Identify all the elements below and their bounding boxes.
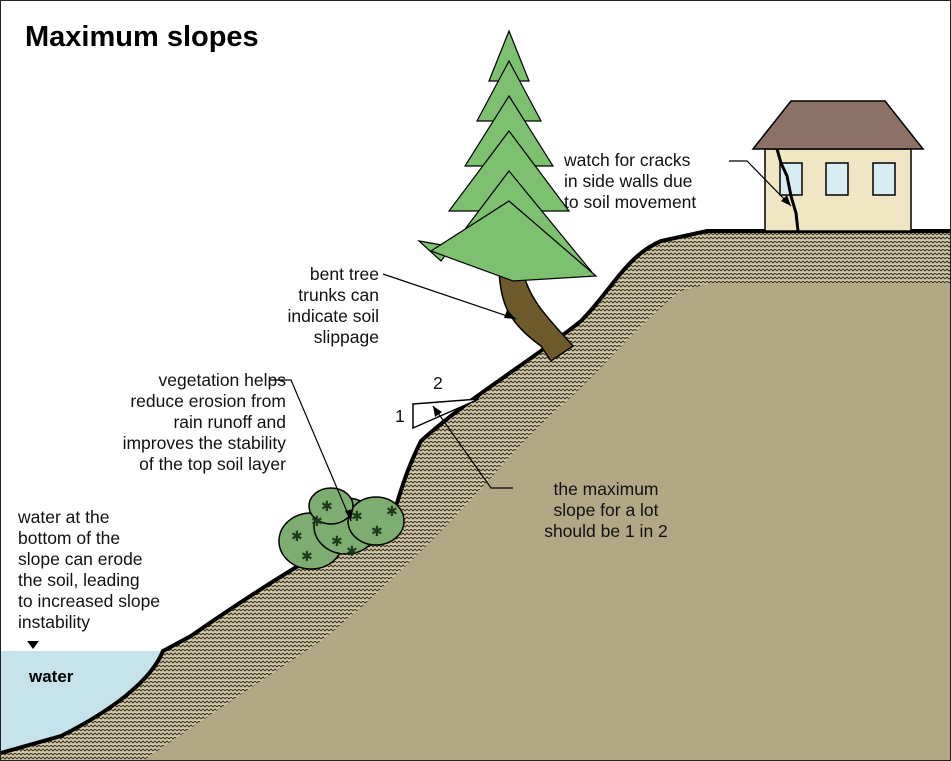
tree-foliage — [417, 29, 598, 282]
svg-text:✱: ✱ — [351, 509, 363, 525]
diagram-title: Maximum slopes — [25, 21, 259, 53]
ratio-run-label: 2 — [433, 373, 443, 393]
bent-tree-label: bent tree trunks can indicate soil slipp… — [287, 264, 379, 347]
house — [751, 100, 925, 232]
water-erosion-label: water at the bottom of the slope can ero… — [18, 507, 161, 632]
wall-crack — [775, 148, 800, 232]
arrowheads — [27, 195, 791, 649]
water-body — [1, 651, 163, 753]
ratio-rise-label: 1 — [395, 406, 405, 426]
svg-text:✱: ✱ — [371, 524, 383, 540]
max-slope-label: the maximum slope for a lot should be 1 … — [544, 479, 668, 541]
subsoil — [143, 283, 950, 760]
bent-tree-trunk — [498, 270, 575, 363]
svg-text:✱: ✱ — [291, 529, 303, 545]
svg-text:✱: ✱ — [386, 504, 398, 520]
house-roof — [751, 100, 925, 150]
shrub-flowers: ✱✱✱ ✱✱✱ ✱✱✱ — [291, 499, 398, 565]
leader-lines — [269, 160, 792, 522]
water-label: water — [29, 667, 74, 686]
svg-text:✱: ✱ — [321, 499, 333, 515]
vegetation-shrubs — [278, 487, 405, 570]
svg-text:✱: ✱ — [346, 544, 358, 560]
svg-text:✱: ✱ — [311, 514, 323, 530]
svg-text:✱: ✱ — [301, 549, 313, 565]
cracks-label: watch for cracks in side walls due to so… — [564, 150, 697, 212]
vegetation-label: vegetation helps reduce erosion from rai… — [122, 370, 286, 474]
house-window — [872, 162, 896, 196]
ground-surface-line — [1, 229, 950, 755]
svg-text:✱: ✱ — [331, 534, 343, 550]
water-level-marker — [27, 641, 39, 649]
slope-ratio-triangle — [412, 398, 480, 430]
house-window — [825, 162, 849, 196]
